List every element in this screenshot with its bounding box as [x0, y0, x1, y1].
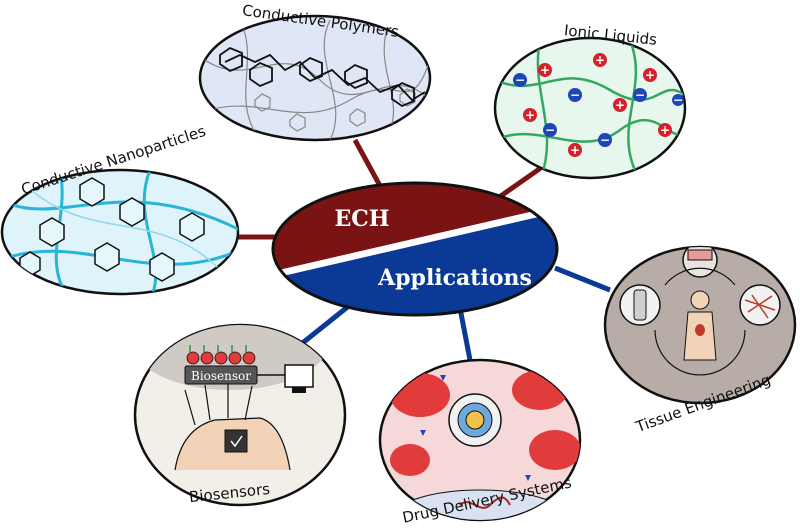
- svg-text:−: −: [635, 88, 645, 102]
- hub-title-bottom: Applications: [377, 265, 532, 291]
- connector-ionic: [493, 162, 547, 203]
- biosensor-illustration: Biosensor: [135, 325, 330, 471]
- polymer-chain: [219, 46, 426, 108]
- svg-text:+: +: [660, 123, 670, 137]
- connector-drug: [457, 307, 473, 361]
- node-biosensors: Biosensor Biosensors: [133, 323, 347, 507]
- hub-outline: [271, 181, 559, 317]
- svg-text:+: +: [540, 63, 550, 77]
- svg-text:+: +: [645, 68, 655, 82]
- hub-divider: [269, 207, 561, 277]
- connector-biosensors: [298, 303, 352, 347]
- node-conductive-nanoparticles: Conductive Nanoparticles: [0, 122, 240, 296]
- svg-text:+: +: [615, 98, 625, 112]
- node-conductive-polymers: Conductive Polymers: [198, 1, 432, 142]
- tissue-illustration: [619, 247, 781, 376]
- node-ionic-liquids: + + + + + + + − − − − − − Ionic Liquids: [493, 21, 687, 180]
- node-drug-delivery: Drug Delivery Systems: [378, 358, 582, 527]
- hub: ECH Applications: [269, 181, 561, 317]
- ionic-network-illustration: [495, 39, 685, 178]
- node-ionic-bubble: [493, 36, 687, 180]
- biosensor-device-label: Biosensor: [191, 369, 251, 383]
- svg-text:+: +: [595, 53, 605, 67]
- node-tissue-engineering: Tissue Engineering: [603, 245, 797, 436]
- svg-text:+: +: [570, 143, 580, 157]
- svg-text:−: −: [570, 88, 580, 102]
- svg-text:−: −: [515, 73, 525, 87]
- svg-text:−: −: [600, 133, 610, 147]
- connector-tissue: [554, 265, 611, 293]
- svg-text:−: −: [673, 93, 683, 107]
- hub-title-top: ECH: [334, 206, 389, 232]
- nano-network-illustration: [2, 170, 238, 294]
- ion-markers: + + + + + + + − − − − − −: [513, 53, 684, 157]
- svg-text:+: +: [525, 108, 535, 122]
- svg-text:−: −: [545, 123, 555, 137]
